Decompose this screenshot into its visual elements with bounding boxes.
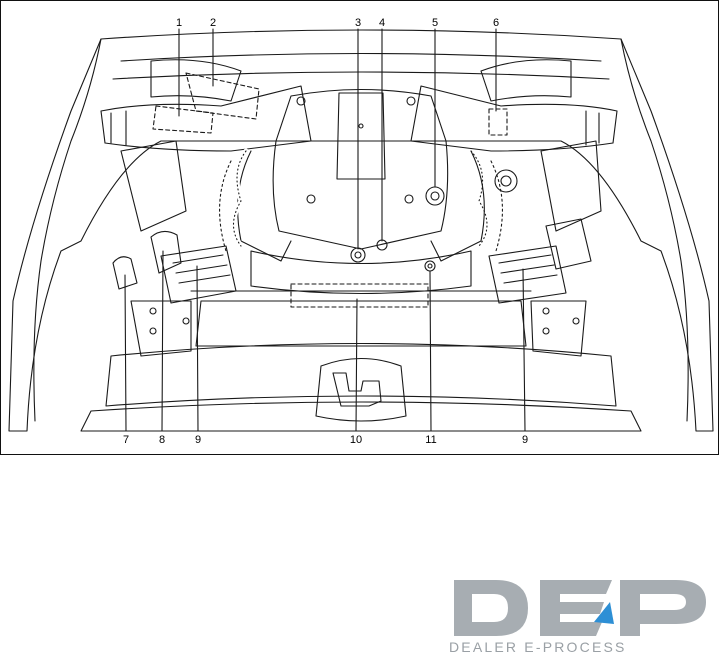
right-strut bbox=[541, 141, 601, 231]
callout-1: 1 bbox=[176, 17, 182, 29]
logo-letter-d bbox=[454, 580, 528, 636]
callout-4: 4 bbox=[379, 17, 385, 29]
dashed-box-1 bbox=[153, 106, 213, 133]
engine-compartment-diagram: 1 2 3 4 5 6 7 8 9 10 11 9 bbox=[0, 0, 719, 455]
callout-3: 3 bbox=[355, 17, 361, 29]
front-support bbox=[106, 344, 616, 407]
callout-5: 5 bbox=[432, 17, 438, 29]
left-fusebox-9 bbox=[161, 246, 236, 303]
radiator-core bbox=[196, 301, 526, 346]
right-bank bbox=[431, 151, 484, 261]
left-reservoir-8 bbox=[151, 231, 181, 273]
callout-11: 11 bbox=[425, 434, 436, 446]
oil-filler-cap bbox=[351, 248, 365, 262]
left-fender-inner bbox=[34, 39, 101, 421]
cowl-line bbox=[121, 54, 601, 62]
logo-letter-e bbox=[540, 580, 612, 636]
right-hose bbox=[471, 151, 487, 246]
right-fender-inner bbox=[621, 39, 688, 421]
right-battery bbox=[546, 219, 591, 269]
dashed-box-6 bbox=[489, 109, 507, 135]
left-strut bbox=[121, 141, 186, 231]
reservoir-5 bbox=[426, 187, 444, 205]
engine-cover-center bbox=[337, 93, 385, 179]
dashed-box-10 bbox=[291, 284, 428, 307]
hood-outline bbox=[9, 30, 713, 431]
engine-compartment-drawing bbox=[1, 1, 720, 456]
callout-7: 7 bbox=[123, 434, 129, 446]
engine-cover bbox=[273, 90, 448, 250]
reservoir-11 bbox=[425, 261, 435, 271]
callout-10: 10 bbox=[350, 434, 362, 446]
callout-9-left: 9 bbox=[195, 434, 201, 446]
left-bank bbox=[238, 151, 291, 261]
callout-8: 8 bbox=[159, 434, 165, 446]
callout-9-right: 9 bbox=[522, 434, 528, 446]
callout-2: 2 bbox=[210, 17, 216, 29]
engine-lower bbox=[251, 251, 471, 294]
callout-6: 6 bbox=[493, 17, 499, 29]
logo-letter-p bbox=[620, 580, 706, 636]
logo-caption: DEALER E-PROCESS bbox=[449, 639, 711, 655]
right-fusebox-9 bbox=[489, 246, 566, 303]
